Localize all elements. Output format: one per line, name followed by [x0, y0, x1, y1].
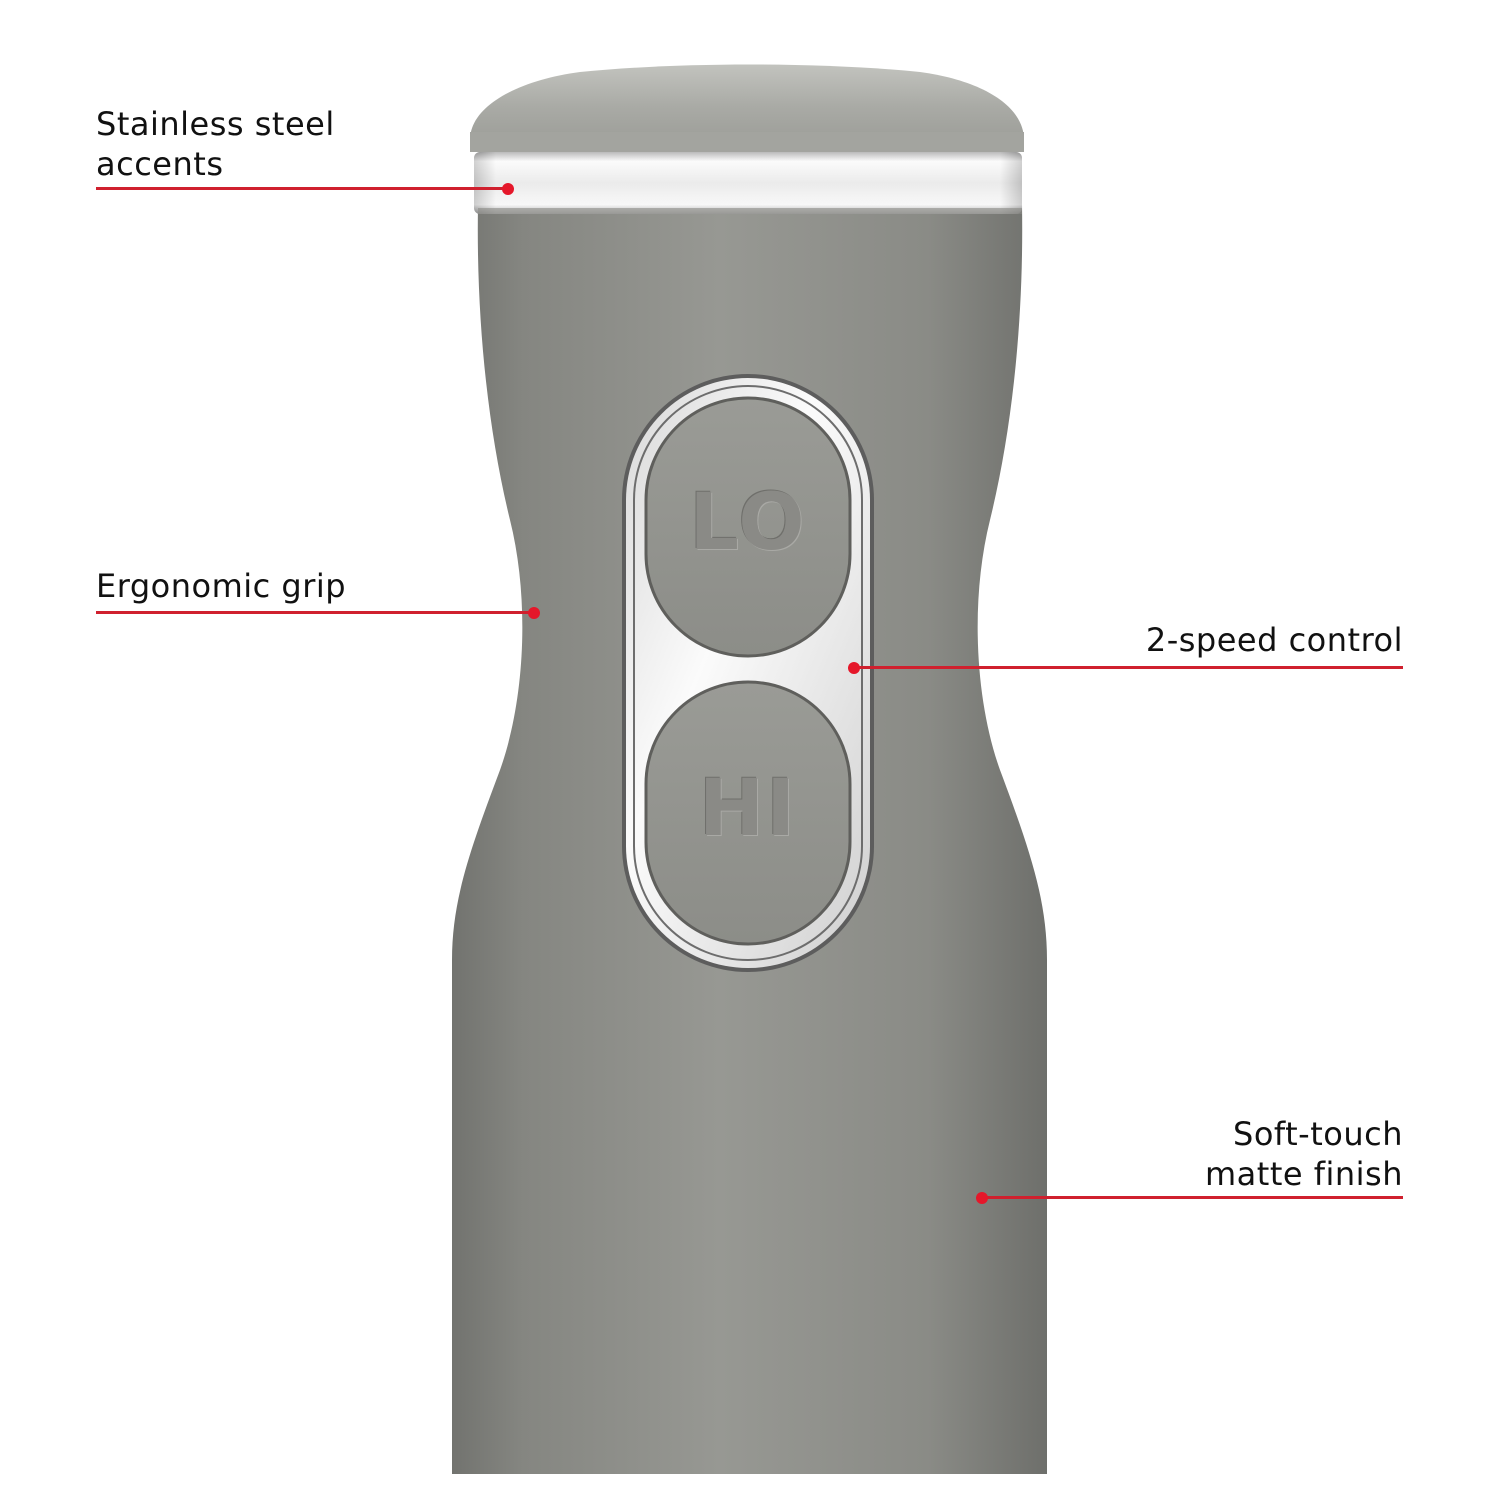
- callout-ergonomic-grip: Ergonomic grip: [96, 566, 346, 606]
- callout-text-line: Stainless steel: [96, 105, 335, 143]
- callout-stainless-steel: Stainless steel accents: [96, 104, 335, 184]
- callout-text-line: 2-speed control: [1145, 621, 1403, 659]
- lo-button-surface[interactable]: [644, 396, 852, 658]
- callout-leader-line: [854, 666, 1403, 669]
- hi-button-label: HI: [698, 764, 798, 854]
- hi-button-surface[interactable]: [644, 680, 852, 946]
- callout-dot: [976, 1192, 988, 1204]
- callout-2-speed-control: 2-speed control: [1146, 620, 1403, 660]
- callout-leader-line: [982, 1196, 1403, 1199]
- callout-dot: [848, 662, 860, 674]
- callout-leader-line: [96, 611, 534, 614]
- callout-soft-touch-finish: Soft-touch matte finish: [1205, 1114, 1403, 1194]
- callout-leader-line: [96, 187, 508, 190]
- blender-cap: [470, 64, 1024, 150]
- lo-button-label: LO: [689, 478, 807, 568]
- callout-text-line: Soft-touch: [1233, 1115, 1403, 1153]
- callout-text-line: accents: [96, 145, 224, 183]
- callout-text-line: Ergonomic grip: [96, 567, 347, 605]
- callout-text-line: matte finish: [1204, 1155, 1403, 1193]
- callout-dot: [528, 607, 540, 619]
- callout-dot: [502, 183, 514, 195]
